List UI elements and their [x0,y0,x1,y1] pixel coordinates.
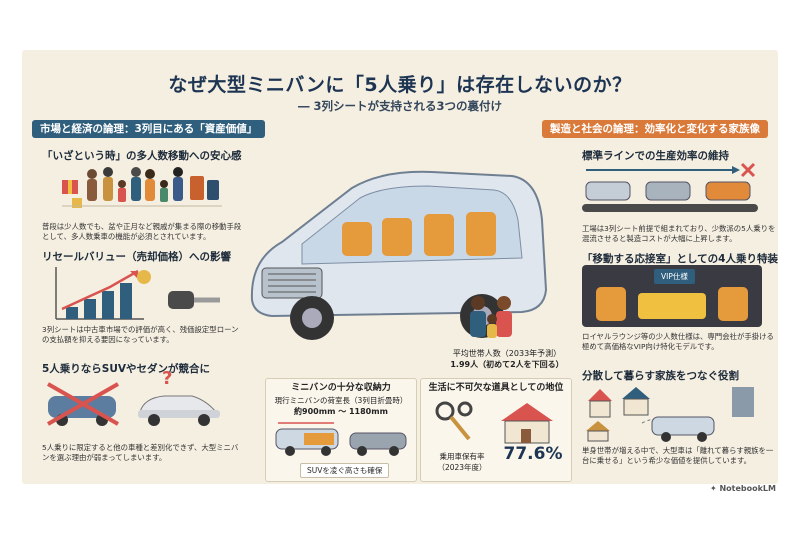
family-luggage-illustration [62,167,222,208]
right-section-1-title: 標準ラインでの生産効率の維持 [582,150,729,162]
right-column-header: 製造と社会の論理：効率化と変化する家族像 [542,120,768,138]
resale-chart-key-illustration [55,267,220,320]
right-section-2-title: 「移動する応接室」としての4人乗り特装車 [582,253,778,265]
question-mark-icon: ? [162,368,173,389]
brand-text: NotebookLM [719,484,776,493]
ownership-value: 77.6% [503,444,563,464]
storage-panel: ミニバンの十分な収納力 現行ミニバンの荷室長（3列目折畳時） 約900mm ～ … [265,378,417,482]
right-section-2-body: ロイヤルラウンジ等の少人数仕様は、専門会社が手掛ける極めて高価格なVIP向け特化… [582,332,774,351]
left-section-2-title: リセールバリュー（売却価格）への影響 [42,251,231,263]
ownership-title: 生活に不可欠な道具としての地位 [428,383,564,393]
vip-lounge-illustration [582,265,762,327]
scattered-family-illustration [586,387,754,442]
page-title: なぜ大型ミニバンに「5人乗り」は存在しないのか？ [168,74,632,96]
storage-line1: 現行ミニバンの荷室長（3列目折畳時） [274,396,408,405]
vip-sign: VIP仕様 [654,269,695,284]
left-column-header: 市場と経済の論理：3列目にある「資産価値」 [32,120,266,138]
storage-line2: 約900mm ～ 1180mm [294,407,388,416]
brand-watermark: ✦ NotebookLM [709,484,776,493]
right-section-1-body: 工場は3列シート前提で組まれており、少数派の5人乗りを混流させると製造コストが大… [582,224,776,243]
ownership-panel: 生活に不可欠な道具としての地位 乗用車保有率 （2023年度） 77.6% [420,378,572,482]
household-label: 平均世帯人数（2033年予測） [452,349,562,358]
infographic-card: なぜ大型ミニバンに「5人乗り」は存在しないのか？ ― 3列シートが支持される3つ… [22,50,778,484]
left-section-2-body: 3列シートは中古車市場での評価が高く、残価設定型ローンの支払額を抑える要因になっ… [42,325,239,344]
left-section-1-body: 普段は少人数でも、盆や正月など親戚が集まる際の移動手段として、多人数乗車の機能が… [42,222,242,241]
household-family-icon [470,296,512,338]
ownership-label: 乗用車保有率 [439,452,485,461]
storage-caption: SUVを凌ぐ高さも確保 [300,463,390,478]
key-house-illustration [435,401,553,444]
left-section-1-title: 「いざという時」の多人数移動への安心感 [42,150,242,162]
production-line-illustration [582,162,758,212]
storage-vans-illustration [275,422,407,456]
page-subtitle: ― 3列シートが支持される3つの裏付け [297,99,502,113]
left-section-3-body: 5人乗りに限定すると他の車種と差別化できず、大型ミニバンを選ぶ理由が弱まってしま… [42,443,239,462]
right-section-3-title: 分散して暮らす家族をつなぐ役割 [582,370,739,382]
right-section-3-body: 単身世帯が増える中で、大型車は「離れて暮らす親族を一台に乗せる」という希少な価値… [582,446,774,465]
ownership-year: （2023年度） [437,463,487,472]
left-section-3-title: 5人乗りならSUVやセダンが競合に [42,363,211,375]
storage-title: ミニバンの十分な収納力 [291,383,391,393]
suv-sedan-competitors-illustration [47,382,220,426]
household-value: 1.99人（初めて2人を下回る） [450,360,564,369]
